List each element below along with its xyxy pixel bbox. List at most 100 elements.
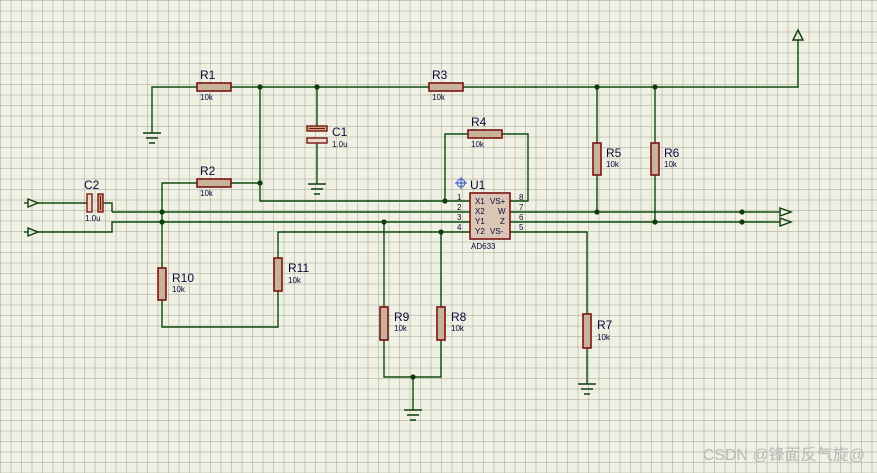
c1-value: 1.0u xyxy=(332,140,348,149)
junction xyxy=(652,84,658,90)
r11-value: 10k xyxy=(288,276,302,285)
junction xyxy=(410,374,416,380)
pin-number: 4 xyxy=(457,223,462,232)
r10-label: R10 xyxy=(172,271,194,285)
pin-name: VS+ xyxy=(490,197,506,206)
resistor-r6[interactable] xyxy=(650,142,660,176)
ground-symbol xyxy=(404,409,422,421)
r4-value: 10k xyxy=(471,140,485,149)
pin-number: 7 xyxy=(519,203,524,212)
input-terminal[interactable] xyxy=(24,226,40,238)
pin-name: Z xyxy=(500,217,505,226)
junction xyxy=(381,219,387,225)
junction xyxy=(739,209,745,215)
pin-name: X2 xyxy=(475,207,485,216)
junction xyxy=(594,209,600,215)
r8-label: R8 xyxy=(451,310,467,324)
junction xyxy=(652,219,658,225)
u1-part: AD633 xyxy=(471,242,496,251)
junction xyxy=(159,219,165,225)
ic-u1[interactable] xyxy=(469,192,511,240)
junction xyxy=(442,198,448,204)
resistor-r3[interactable] xyxy=(428,82,464,92)
r8-value: 10k xyxy=(451,324,465,333)
resistor-r8[interactable] xyxy=(436,306,446,341)
r1-value: 10k xyxy=(200,93,214,102)
c2-label: C2 xyxy=(84,178,100,192)
origin-marker-icon xyxy=(455,177,467,189)
resistor-r11[interactable] xyxy=(273,257,283,292)
wire-r10-r11 xyxy=(161,291,279,328)
r9-value: 10k xyxy=(394,324,408,333)
r2-label: R2 xyxy=(200,164,216,178)
r1-label: R1 xyxy=(200,68,216,82)
pin-name: X1 xyxy=(475,197,485,206)
watermark: CSDN @锋面反气旋@ xyxy=(702,447,865,464)
junctions xyxy=(159,84,745,380)
c1-label: C1 xyxy=(332,125,348,139)
resistor-r7[interactable] xyxy=(582,313,592,349)
r7-label: R7 xyxy=(597,318,613,332)
wire-r1-ground xyxy=(151,86,197,133)
junction xyxy=(159,209,165,215)
r2-value: 10k xyxy=(200,189,214,198)
wire-x1 xyxy=(259,87,470,202)
power-terminal-arrow xyxy=(791,28,805,41)
wire-r4-right xyxy=(502,133,529,202)
r7-value: 10k xyxy=(597,333,611,342)
output-terminal[interactable] xyxy=(770,207,794,217)
capacitor-c1[interactable] xyxy=(306,125,328,144)
capacitor-c2[interactable] xyxy=(86,193,104,213)
pin-name: VS- xyxy=(490,227,504,236)
r11-label: R11 xyxy=(288,261,309,275)
labels: R1 10k R2 10k R3 10k R4 10k R5 10k R6 10… xyxy=(84,68,680,342)
r3-value: 10k xyxy=(432,93,446,102)
resistor-r5[interactable] xyxy=(592,142,602,176)
c2-value: 1.0u xyxy=(85,214,101,223)
junction xyxy=(594,84,600,90)
junction xyxy=(257,84,263,90)
pin-number: 3 xyxy=(457,213,462,222)
pin-name: Y2 xyxy=(475,227,485,236)
ic-body xyxy=(469,192,511,240)
wire-vs-minus xyxy=(510,231,588,314)
resistor-r2[interactable] xyxy=(196,178,232,188)
wire-y2 xyxy=(277,231,470,258)
junction xyxy=(257,180,263,186)
r5-label: R5 xyxy=(606,146,622,160)
output-terminal[interactable] xyxy=(770,217,794,227)
resistor-r4[interactable] xyxy=(467,129,503,139)
r3-label: R3 xyxy=(432,68,448,82)
resistor-r10[interactable] xyxy=(157,267,167,301)
pin-number: 1 xyxy=(457,193,462,202)
wire-input2 xyxy=(38,221,470,233)
junction xyxy=(314,84,320,90)
wire-c2-right xyxy=(103,202,113,212)
pin-name: Y1 xyxy=(475,217,485,226)
ground-symbol xyxy=(308,183,326,195)
u1-label: U1 xyxy=(470,178,486,192)
wire-r4-left xyxy=(444,133,468,201)
wire-r2-left xyxy=(161,182,197,212)
r10-value: 10k xyxy=(172,285,186,294)
pin-number: 2 xyxy=(457,203,462,212)
pin-number: 6 xyxy=(519,213,524,222)
junction xyxy=(438,229,444,235)
r5-value: 10k xyxy=(606,160,620,169)
input-terminal[interactable] xyxy=(24,197,40,209)
pin-number: 8 xyxy=(519,193,524,202)
resistor-r9[interactable] xyxy=(379,306,389,341)
r9-label: R9 xyxy=(394,310,410,324)
junction xyxy=(739,219,745,225)
resistor-r1[interactable] xyxy=(196,82,232,92)
ground-symbol xyxy=(578,383,596,395)
r4-label: R4 xyxy=(471,115,487,129)
pin-number: 5 xyxy=(519,223,524,232)
r6-value: 10k xyxy=(664,160,678,169)
wire-r3-vplus xyxy=(463,40,799,88)
pin-name: W xyxy=(498,207,506,216)
ground-symbol xyxy=(143,132,161,144)
